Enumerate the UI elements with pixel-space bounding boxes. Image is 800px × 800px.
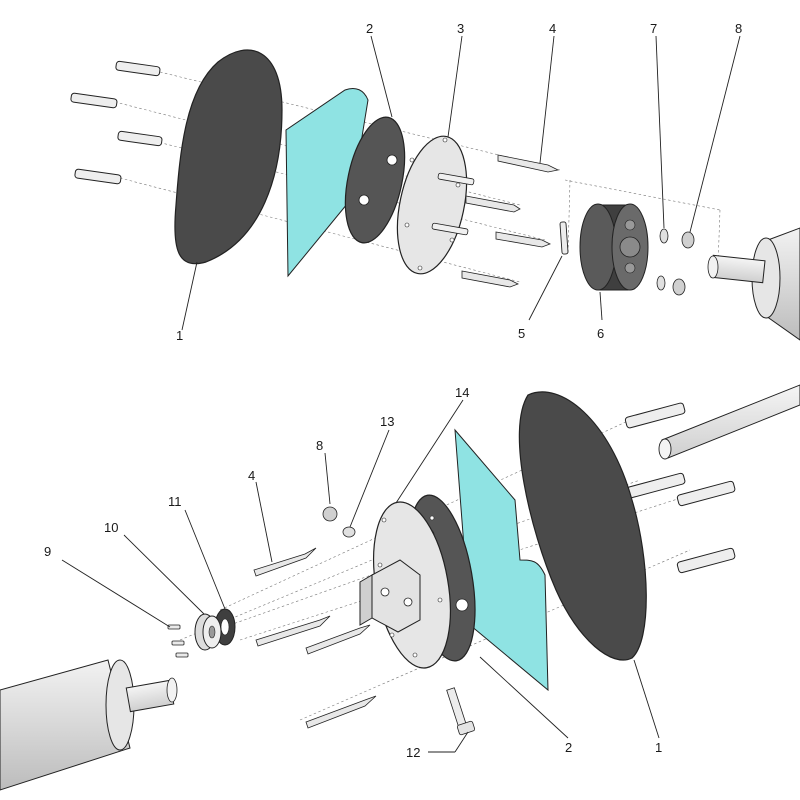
pin-top — [559, 221, 569, 255]
callouts-top: 1 2 3 4 5 6 7 8 — [176, 21, 742, 343]
gasket-disc-top — [344, 116, 406, 244]
hub-top — [579, 203, 649, 291]
callout-6-top: 6 — [597, 326, 604, 341]
callout-4-top: 4 — [549, 21, 556, 36]
screws-bottom — [167, 624, 189, 658]
nuts-top — [672, 231, 695, 296]
nails-bottom — [253, 547, 377, 729]
bolt-bottom — [446, 687, 476, 736]
callout-5-top: 5 — [518, 326, 525, 341]
mounting-bracket — [359, 559, 421, 633]
callout-2-top: 2 — [366, 21, 373, 36]
callouts-bottom: 1 2 4 8 9 10 11 12 13 14 — [44, 385, 662, 760]
top-assembly: 1 2 3 4 5 6 7 8 — [70, 21, 800, 343]
callout-2-bottom: 2 — [565, 740, 572, 755]
callout-1-bottom: 1 — [655, 740, 662, 755]
callout-13-bottom: 13 — [380, 414, 394, 429]
motor-tube-top — [707, 227, 800, 341]
callout-4-bottom: 4 — [248, 468, 255, 483]
motor-tube-bottom — [0, 659, 178, 791]
callout-8-top: 8 — [735, 21, 742, 36]
anchor-plugs-bottom — [624, 402, 736, 574]
wall-panel-top — [174, 49, 283, 265]
support-rod — [658, 384, 800, 460]
nut-bottom — [322, 506, 338, 522]
base-plate-top — [396, 135, 468, 275]
flange-bottom — [194, 613, 222, 651]
callout-14-bottom: 14 — [455, 385, 469, 400]
film-bottom — [454, 428, 549, 692]
callout-8-bottom: 8 — [316, 438, 323, 453]
washers-top — [656, 228, 669, 291]
callout-11-bottom: 11 — [168, 494, 182, 509]
callout-7-top: 7 — [650, 21, 657, 36]
callout-10-bottom: 10 — [104, 520, 118, 535]
callout-1-top: 1 — [176, 328, 183, 343]
callout-12-bottom: 12 — [406, 745, 420, 760]
callout-3-top: 3 — [457, 21, 464, 36]
callout-9-bottom: 9 — [44, 544, 51, 559]
wall-panel-bottom — [518, 391, 647, 661]
anchor-plugs-top — [70, 60, 163, 185]
washer-bottom — [342, 526, 356, 538]
nails-top — [461, 154, 560, 288]
bottom-assembly: 1 2 4 8 9 10 11 12 13 14 — [0, 384, 800, 791]
